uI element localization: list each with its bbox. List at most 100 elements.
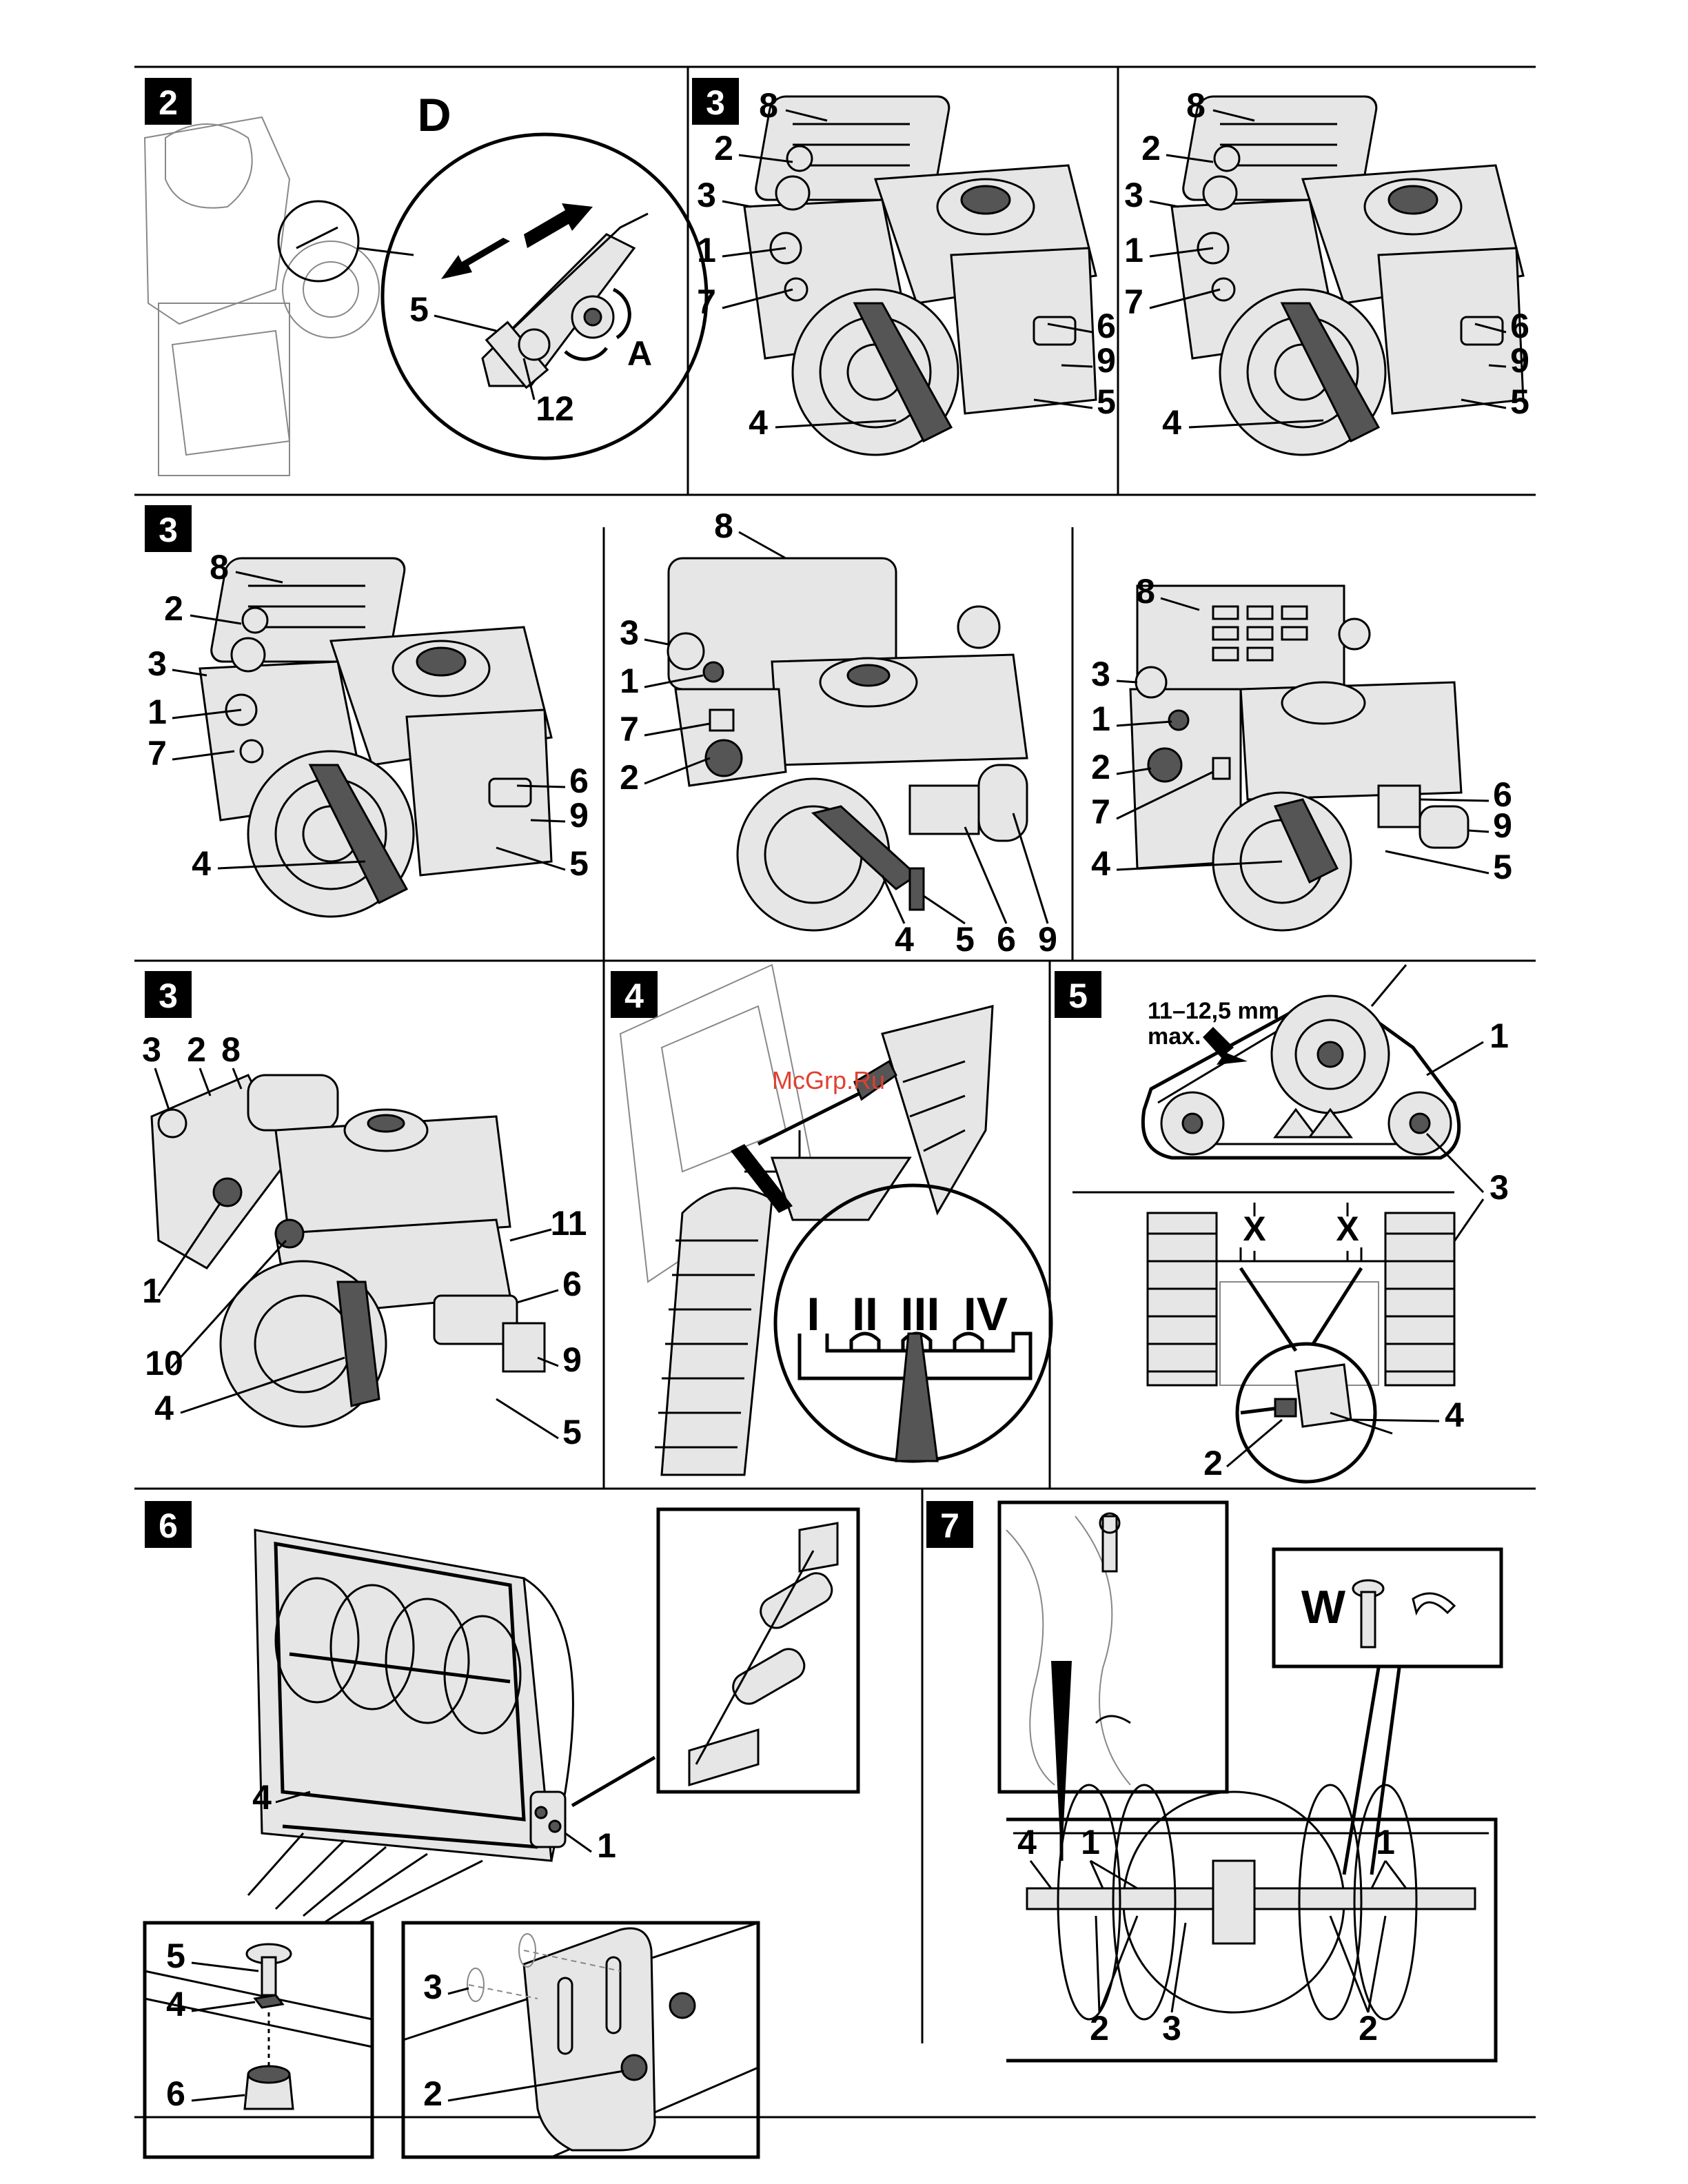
panel-7-number: 7 xyxy=(940,1507,959,1545)
callout-4: 4 xyxy=(192,844,211,883)
gear-lever xyxy=(896,1334,937,1461)
watermark: McGrp.Ru xyxy=(772,1066,885,1094)
callout-8: 8 xyxy=(1136,572,1155,611)
snowblower-sketch xyxy=(145,117,414,476)
callout-3: 3 xyxy=(697,176,716,214)
callout-2: 2 xyxy=(164,589,183,628)
callout-11: 11 xyxy=(551,1204,587,1243)
panel-3c-number: 3 xyxy=(159,511,178,549)
panel-4: 4 I II III IV McGrp.Ru xyxy=(611,965,1051,1475)
callout-2: 2 xyxy=(1359,2009,1378,2048)
callout-4: 4 xyxy=(1017,1823,1037,1861)
callout-1: 1 xyxy=(148,693,167,731)
tension-max: max. xyxy=(1148,1023,1201,1050)
callout-5: 5 xyxy=(166,1937,185,1975)
callout-2: 2 xyxy=(1091,748,1110,786)
lever-detail xyxy=(441,203,648,387)
panel-3a-number: 3 xyxy=(706,83,725,122)
callout-4: 4 xyxy=(1162,403,1181,442)
callout-1: 1 xyxy=(1489,1017,1509,1055)
callout-4: 4 xyxy=(1445,1396,1464,1434)
callout-9: 9 xyxy=(1038,920,1057,959)
callout-10: 10 xyxy=(145,1344,183,1382)
callout-1: 1 xyxy=(1081,1823,1100,1861)
panel-6-number: 6 xyxy=(159,1507,178,1545)
callout-9: 9 xyxy=(1510,341,1529,380)
callout-8: 8 xyxy=(759,86,778,125)
callout-9: 9 xyxy=(1493,806,1512,845)
callout-8: 8 xyxy=(221,1030,241,1069)
callout-3: 3 xyxy=(423,1968,443,2006)
callout-3: 3 xyxy=(1489,1168,1509,1207)
callout-4: 4 xyxy=(154,1389,174,1427)
panel-3a: 3 8 2 3 1 7 6 9 5 4 xyxy=(692,78,1116,455)
callout-2: 2 xyxy=(1141,129,1161,167)
callout-9: 9 xyxy=(562,1340,582,1379)
callout-5: 5 xyxy=(1493,848,1512,886)
panel-3c: 3 8 2 3 1 7 6 9 5 4 xyxy=(145,505,589,917)
callout-4: 4 xyxy=(252,1778,272,1817)
panel-3f: 3 3 2 8 11 6 1 10 9 4 5 xyxy=(142,971,587,1451)
callout-8: 8 xyxy=(210,548,229,586)
callout-6: 6 xyxy=(1097,307,1116,345)
callout-A: A xyxy=(627,334,652,373)
panel-7: 7 W 4 1 1 2 3 2 xyxy=(926,1501,1501,2061)
callout-9: 9 xyxy=(569,796,589,835)
panel-3b: 8 2 3 1 7 6 9 5 4 xyxy=(1124,86,1529,455)
gear-label-IV: IV xyxy=(964,1288,1008,1340)
panel-5: 5 11–12,5 mm max. 1 3 X X xyxy=(1055,965,1509,1482)
callout-3: 3 xyxy=(1124,176,1143,214)
callout-D: D xyxy=(417,89,451,141)
callout-8: 8 xyxy=(1186,86,1206,125)
callout-8: 8 xyxy=(714,507,733,545)
callout-W: W xyxy=(1301,1581,1346,1633)
callout-4: 4 xyxy=(1091,844,1110,883)
panel-2: 2 D 5 A 12 xyxy=(145,78,706,476)
callout-2: 2 xyxy=(423,2074,443,2113)
callout-1: 1 xyxy=(142,1272,161,1310)
callout-5: 5 xyxy=(955,920,975,959)
callout-6: 6 xyxy=(1510,307,1529,345)
panel-5-number: 5 xyxy=(1068,977,1088,1015)
callout-1: 1 xyxy=(697,231,716,269)
callout-7: 7 xyxy=(1091,793,1110,831)
callout-2: 2 xyxy=(620,758,639,797)
callout-6: 6 xyxy=(562,1265,582,1303)
callout-2: 2 xyxy=(1090,2009,1109,2048)
callout-7: 7 xyxy=(697,283,716,321)
callout-2: 2 xyxy=(714,129,733,167)
callout-7: 7 xyxy=(148,734,167,773)
callout-3: 3 xyxy=(148,644,167,683)
callout-3: 3 xyxy=(620,613,639,652)
callout-1: 1 xyxy=(620,662,639,700)
panel-2-number: 2 xyxy=(159,83,178,122)
callout-3: 3 xyxy=(1162,2009,1181,2048)
callout-5: 5 xyxy=(562,1413,582,1451)
gear-label-II: II xyxy=(852,1288,878,1340)
callout-6: 6 xyxy=(569,762,589,800)
callout-2: 2 xyxy=(187,1030,206,1069)
panel-3d: 8 3 1 7 2 4 5 6 9 xyxy=(620,507,1057,959)
callout-5: 5 xyxy=(1097,382,1116,421)
callout-2: 2 xyxy=(1203,1444,1223,1482)
callout-6: 6 xyxy=(166,2074,185,2113)
panel-3f-number: 3 xyxy=(159,977,178,1015)
gear-label-III: III xyxy=(901,1288,940,1340)
callout-1: 1 xyxy=(1376,1823,1395,1861)
callout-12: 12 xyxy=(536,389,574,428)
callout-5: 5 xyxy=(1510,382,1529,421)
gear-label-I: I xyxy=(807,1288,820,1340)
panel-4-number: 4 xyxy=(624,977,644,1015)
callout-4: 4 xyxy=(166,1985,185,2023)
callout-1: 1 xyxy=(1124,231,1143,269)
panel-3e: 8 3 1 2 7 6 9 4 5 xyxy=(1091,572,1512,930)
callout-3: 3 xyxy=(1091,655,1110,693)
callout-5: 5 xyxy=(409,290,429,329)
callout-5: 5 xyxy=(569,844,589,883)
callout-9: 9 xyxy=(1097,341,1116,380)
track-right xyxy=(1385,1213,1454,1385)
callout-3: 3 xyxy=(142,1030,161,1069)
callout-7: 7 xyxy=(620,710,639,748)
callout-1: 1 xyxy=(597,1826,616,1865)
